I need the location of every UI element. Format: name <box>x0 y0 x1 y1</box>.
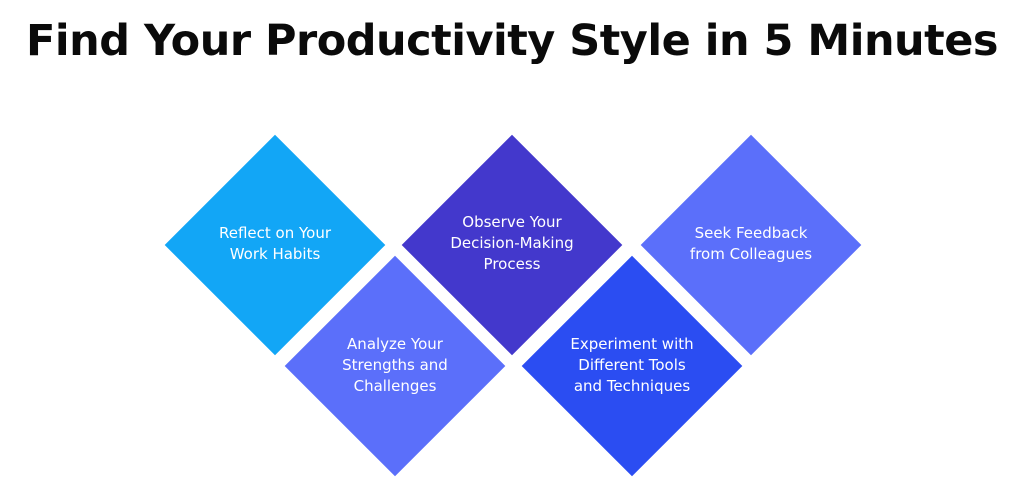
step-label-2-line-2: Strengths and <box>342 356 448 374</box>
step-label-2: Analyze Your Strengths and Challenges <box>320 334 470 397</box>
step-label-1-line-1: Reflect on Your <box>218 224 332 242</box>
step-label-4-line-2: Different Tools <box>578 356 686 374</box>
step-label-3: Observe Your Decision-Making Process <box>437 212 587 275</box>
step-label-4: Experiment with Different Tools and Tech… <box>557 334 707 397</box>
step-label-3-line-3: Process <box>483 255 541 273</box>
step-label-1-line-2: Work Habits <box>229 245 321 263</box>
step-label-4-line-1: Experiment with <box>570 335 694 353</box>
step-label-5-line-1: Seek Feedback <box>694 224 808 242</box>
step-label-3-line-1: Observe Your <box>462 213 562 231</box>
step-label-3-line-2: Decision-Making <box>450 234 574 252</box>
page-title: Find Your Productivity Style in 5 Minute… <box>26 16 998 66</box>
step-label-2-line-1: Analyze Your <box>347 335 443 353</box>
step-label-1: Reflect on Your Work Habits <box>200 223 350 265</box>
step-label-5: Seek Feedback from Colleagues <box>676 223 826 265</box>
step-label-2-line-3: Challenges <box>353 377 437 395</box>
step-label-5-line-2: from Colleagues <box>689 245 813 263</box>
step-label-4-line-3: and Techniques <box>573 377 691 395</box>
